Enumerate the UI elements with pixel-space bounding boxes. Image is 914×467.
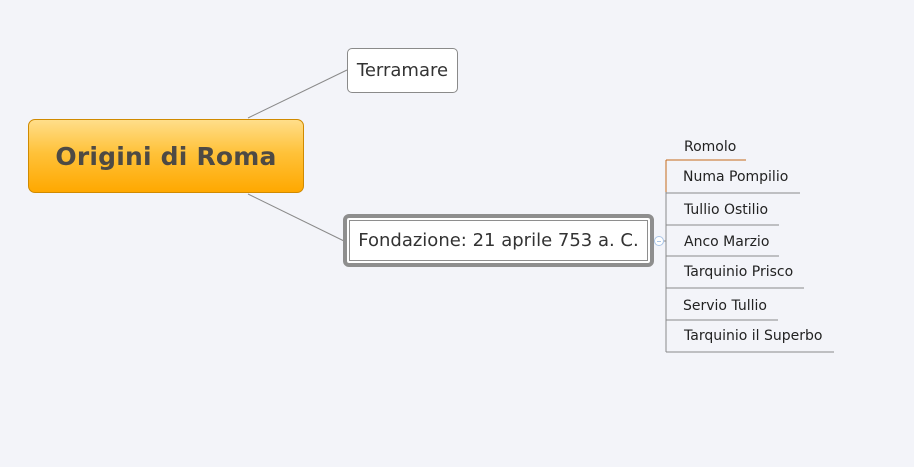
topic-terramare[interactable]: Terramare (347, 48, 458, 93)
subtopic-tarquinio-il-superbo[interactable]: Tarquinio il Superbo (684, 328, 823, 344)
central-topic[interactable]: Origini di Roma (28, 119, 304, 193)
subtopic-connectors (659, 159, 834, 353)
connector-central-terramare (247, 69, 348, 119)
subtopic-tarquinio-prisco[interactable]: Tarquinio Prisco (684, 264, 794, 280)
subtopic-anco-marzio[interactable]: Anco Marzio (684, 234, 770, 250)
connector-central-fondazione (247, 193, 345, 242)
central-topic-label: Origini di Roma (55, 141, 277, 171)
subtopic-numa-pompilio[interactable]: Numa Pompilio (683, 169, 789, 185)
collapse-circle-icon[interactable] (654, 236, 664, 246)
subtopic-tullio-ostilio[interactable]: Tullio Ostilio (684, 202, 769, 218)
topic-fondazione[interactable]: Fondazione: 21 aprile 753 a. C. (343, 214, 654, 267)
subtopic-romolo[interactable]: Romolo (684, 139, 737, 155)
subtopic-servio-tullio[interactable]: Servio Tullio (683, 298, 767, 314)
